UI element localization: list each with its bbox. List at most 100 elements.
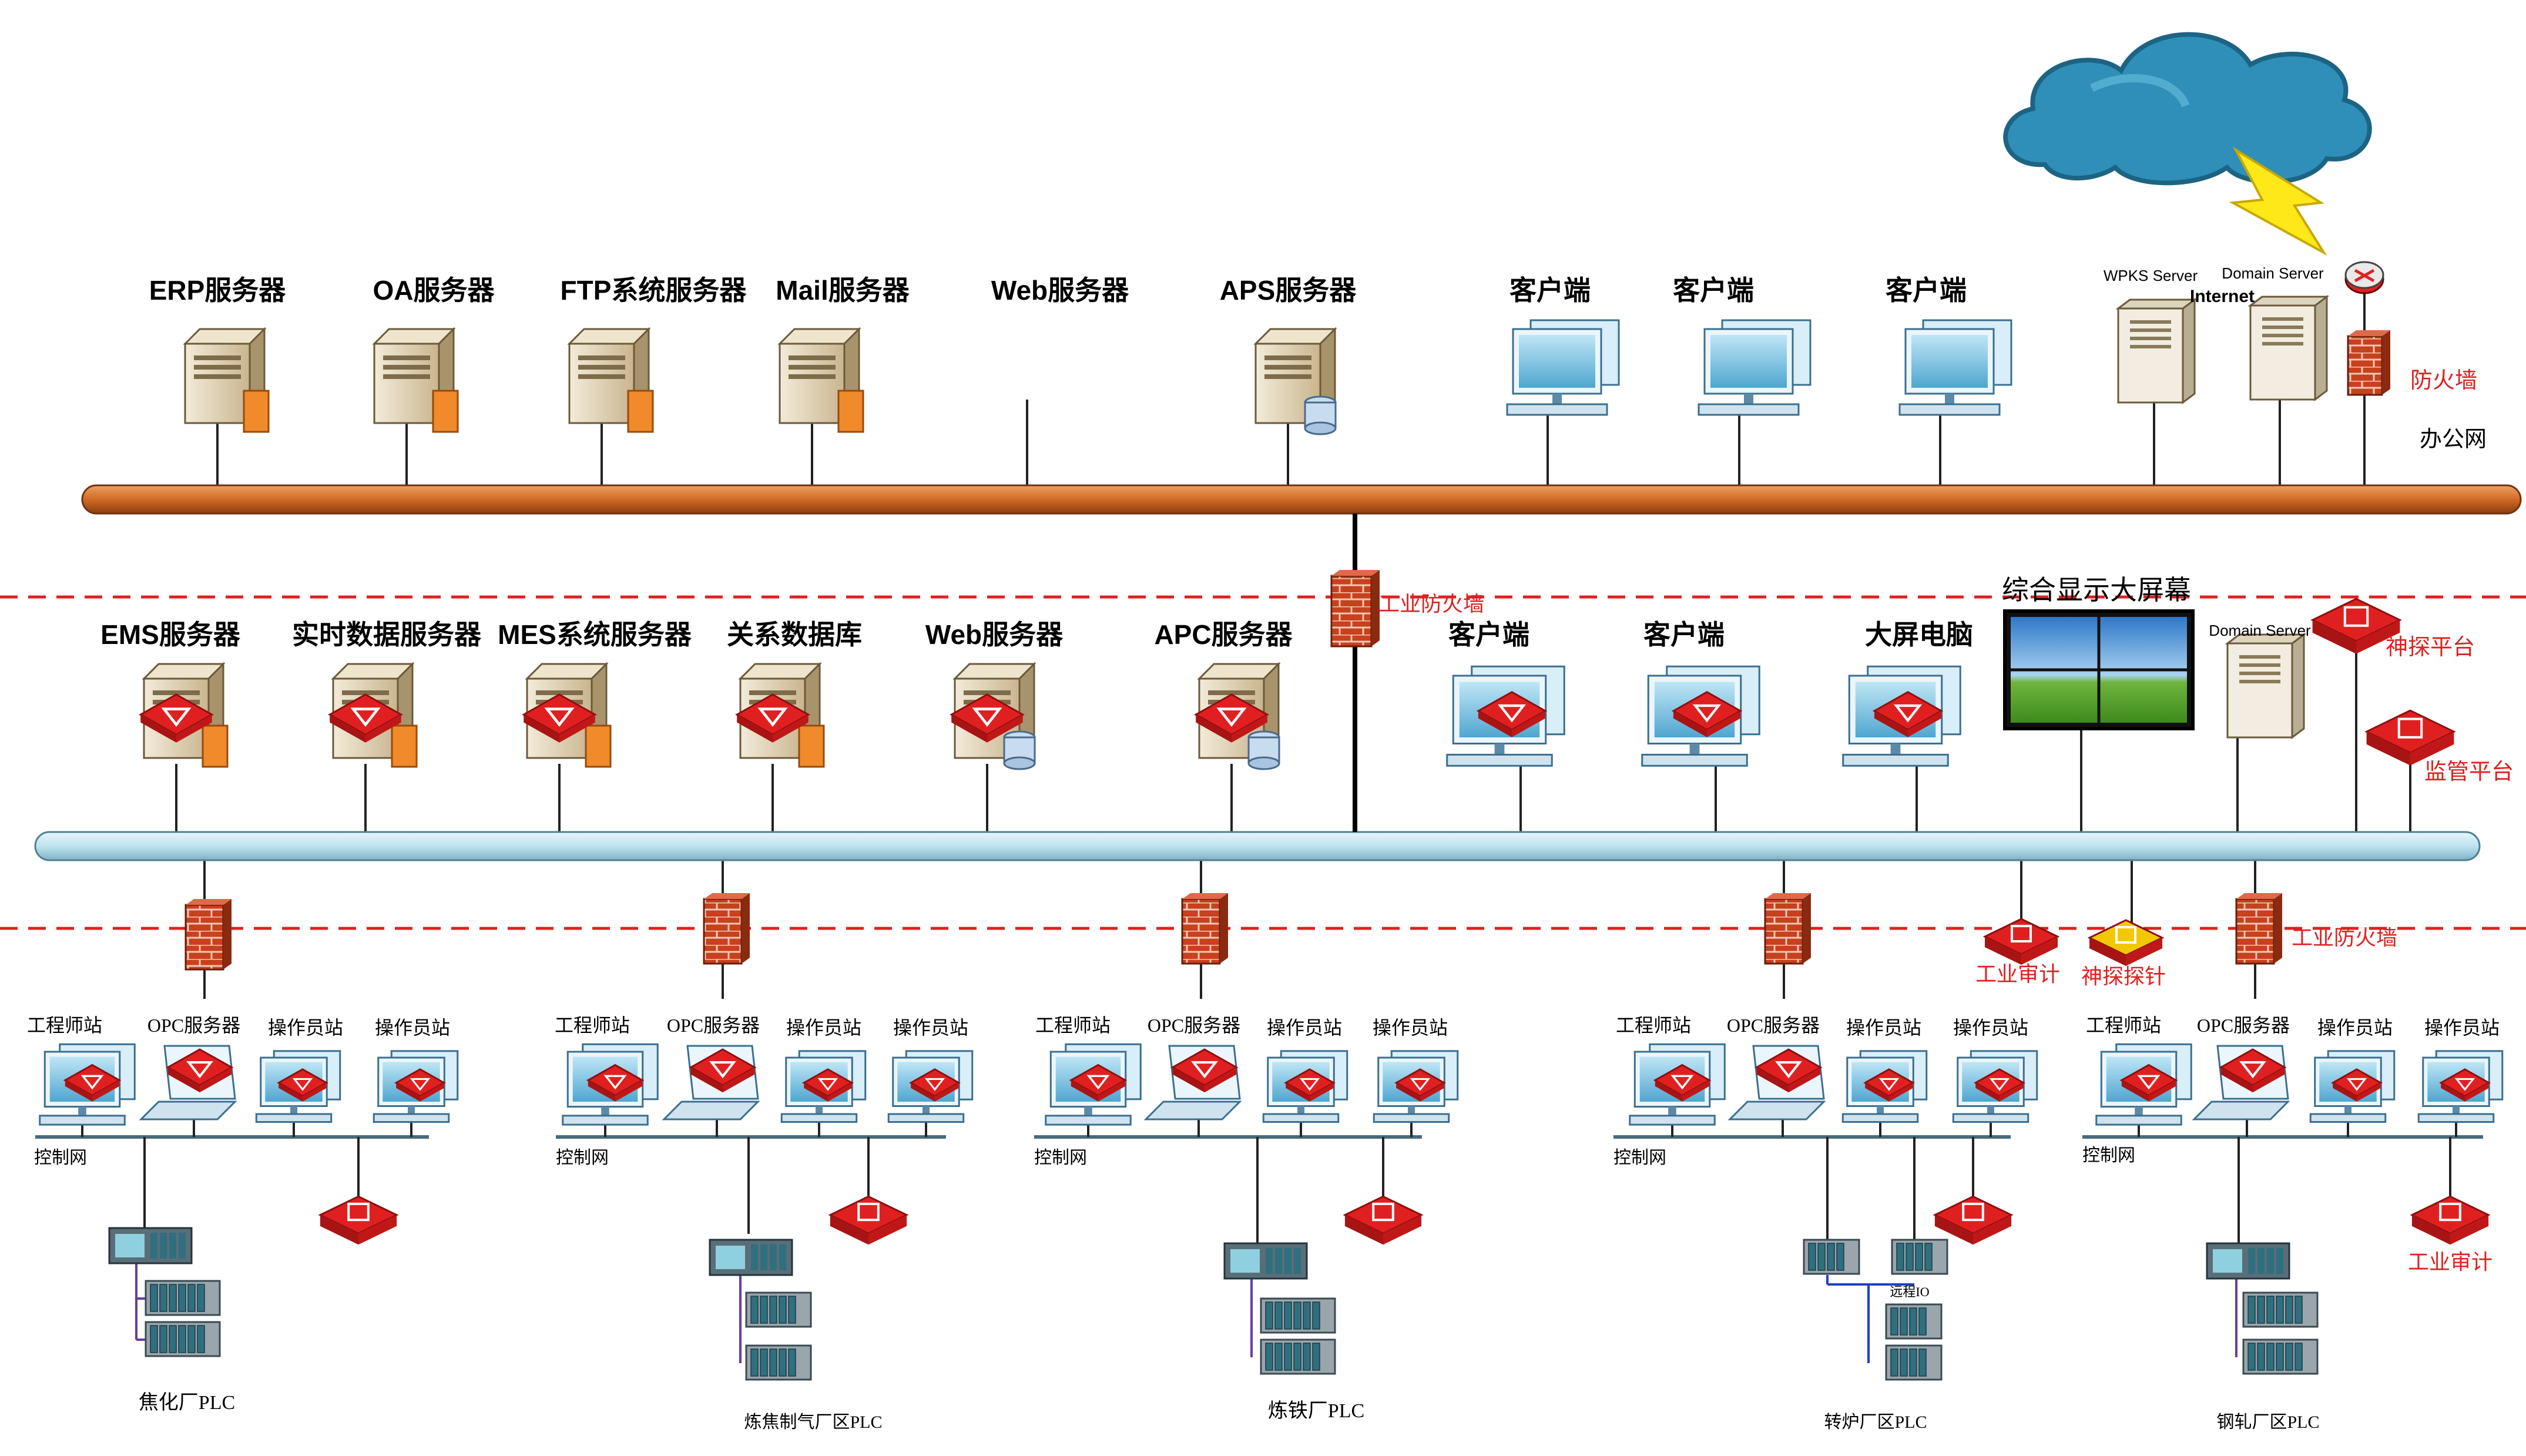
control-net-label: 控制网: [34, 1148, 87, 1168]
operator-station-label-1: 操作员站: [268, 1017, 343, 1038]
plant-5-opc-server[interactable]: [2192, 1045, 2290, 1120]
plant-4-audit-icon: [1933, 1195, 2014, 1245]
office-client-3[interactable]: [1898, 319, 2012, 416]
office-server-0[interactable]: [183, 327, 270, 433]
opc-server-label: OPC服务器: [1148, 1015, 1240, 1036]
industrial-firewall-icon: [1330, 570, 1380, 648]
plc-label: 转炉厂区PLC: [1824, 1413, 1927, 1432]
plant-3-eng-station[interactable]: [1045, 1043, 1142, 1126]
plc-remote-3: [1885, 1303, 1943, 1340]
prod-domain-server[interactable]: [2225, 633, 2307, 739]
production-network-bus: [34, 831, 2481, 861]
operator-station-label-2: 操作员站: [2424, 1017, 2500, 1038]
plant-coking: 工程师站 OPC服务器 操作员站 操作员站 控制网 焦化厂PLC: [27, 1015, 450, 1414]
wpks-server[interactable]: [2115, 298, 2198, 404]
opc-server-label: OPC服务器: [1727, 1015, 1820, 1036]
operator-station-label-1: 操作员站: [786, 1017, 861, 1038]
plant-5-operator-station-1[interactable]: [2309, 1050, 2396, 1123]
plant-1-operator-station-1[interactable]: [255, 1050, 341, 1123]
plant-5-eng-station[interactable]: [2095, 1043, 2192, 1126]
prod-server-label-rdb: 关系数据库: [727, 619, 862, 650]
prod-server-label-mes: MES系统服务器: [498, 619, 692, 650]
operator-station-label-2: 操作员站: [375, 1017, 450, 1038]
connectors: [35, 294, 2483, 1363]
prod-domain-server-label: Domain Server: [2209, 622, 2311, 639]
plant-1-audit-icon: [318, 1195, 399, 1245]
plant-5-operator-station-2[interactable]: [2417, 1050, 2504, 1123]
office-server-5[interactable]: [1253, 327, 1337, 435]
lightning-icon: [2229, 146, 2327, 256]
plant-2-opc-server[interactable]: [662, 1045, 760, 1120]
wpks-server-label: WPKS Server: [2104, 267, 2198, 284]
big-screen-display: [2003, 609, 2195, 730]
cloud-icon: [2003, 32, 2372, 186]
plant-2-operator-station-1[interactable]: [780, 1050, 867, 1123]
operator-station-label-1: 操作员站: [1846, 1017, 1921, 1038]
control-net-label: 控制网: [2082, 1146, 2135, 1165]
prod-server-2[interactable]: [522, 662, 612, 768]
plc-cpu-3: [1223, 1242, 1308, 1280]
plant-1-opc-server[interactable]: [139, 1045, 237, 1120]
prod-server-3[interactable]: [735, 662, 825, 768]
plant-1-operator-station-2[interactable]: [373, 1050, 459, 1123]
office-server-label-aps: APS服务器: [1220, 275, 1357, 306]
prod-client-1[interactable]: [1446, 665, 1565, 767]
plc-cpu-1: [108, 1227, 193, 1264]
plc-rack-1b: [145, 1321, 221, 1357]
operator-station-label-2: 操作员站: [1953, 1017, 2028, 1038]
plc-remote-1: [1803, 1239, 1860, 1275]
prod-server-0[interactable]: [139, 662, 229, 768]
plant-4-operator-station-2[interactable]: [1952, 1050, 2038, 1123]
plant-4-opc-server[interactable]: [1727, 1045, 1826, 1120]
plc-rack-2b: [745, 1344, 812, 1381]
plant-2-audit-icon: [828, 1195, 909, 1245]
plc-label: 钢轧厂区PLC: [2216, 1413, 2319, 1432]
plant-2-eng-station[interactable]: [562, 1043, 659, 1126]
plant-converter: 工程师站 OPC服务器 操作员站 操作员站 控制网 转炉厂区PLC: [1613, 1015, 2028, 1432]
shentan-platform-label: 神探平台: [2386, 635, 2475, 660]
office-firewall-label: 防火墙: [2410, 368, 2477, 393]
operator-station-label-2: 操作员站: [1373, 1017, 1448, 1038]
eng-station-label: 工程师站: [27, 1015, 102, 1036]
opc-server-label: OPC服务器: [147, 1015, 240, 1036]
office-server-2[interactable]: [567, 327, 654, 433]
plant-3-opc-server[interactable]: [1143, 1045, 1242, 1120]
office-server-1[interactable]: [372, 327, 459, 433]
prod-client-2[interactable]: [1641, 665, 1760, 767]
plant-4-eng-station[interactable]: [1629, 1043, 1726, 1126]
industrial-audit-icon: [1982, 918, 2060, 965]
prod-client-label-bigscreen: 大屏电脑: [1865, 619, 1973, 650]
plant-3-operator-station-1[interactable]: [1262, 1050, 1348, 1123]
office-client-2[interactable]: [1698, 319, 1812, 416]
plc-cpu-2: [709, 1239, 793, 1276]
plant-firewall-icon-4: [1764, 893, 1811, 965]
office-client-label-1: 客户端: [1509, 275, 1591, 306]
office-network-bus: [81, 484, 2522, 515]
plant-firewall-icon-5: [2235, 893, 2282, 965]
office-client-1[interactable]: [1506, 319, 1620, 416]
eng-station-label: 工程师站: [555, 1015, 630, 1036]
prod-server-label-ems: EMS服务器: [100, 619, 241, 650]
probe-icon: [2087, 919, 2165, 966]
probe-label: 神探探针: [2081, 965, 2166, 988]
plant-4-operator-station-1[interactable]: [1841, 1050, 1928, 1123]
office-client-label-3: 客户端: [1886, 275, 1967, 306]
plant-2-operator-station-2[interactable]: [887, 1050, 974, 1123]
opc-server-label: OPC服务器: [667, 1015, 760, 1036]
plc-cpu-5: [2206, 1242, 2290, 1280]
prod-server-1[interactable]: [328, 662, 418, 768]
office-server-3[interactable]: [777, 327, 864, 433]
prod-client-3[interactable]: [1842, 665, 1961, 767]
prod-server-5[interactable]: [1194, 662, 1281, 770]
plant-firewall-icon-1: [184, 899, 232, 971]
office-server-label-ftp: FTP系统服务器: [561, 275, 747, 306]
plc-rack-1a: [145, 1280, 221, 1316]
control-net-label: 控制网: [1034, 1148, 1087, 1168]
plc-remote-2: [1891, 1239, 1948, 1275]
plant-1-eng-station[interactable]: [39, 1043, 136, 1126]
office-network-label: 办公网: [2420, 427, 2487, 452]
office-domain-server[interactable]: [2247, 295, 2330, 401]
plant-3-operator-station-2[interactable]: [1373, 1050, 1459, 1123]
prod-server-4[interactable]: [950, 662, 1036, 770]
